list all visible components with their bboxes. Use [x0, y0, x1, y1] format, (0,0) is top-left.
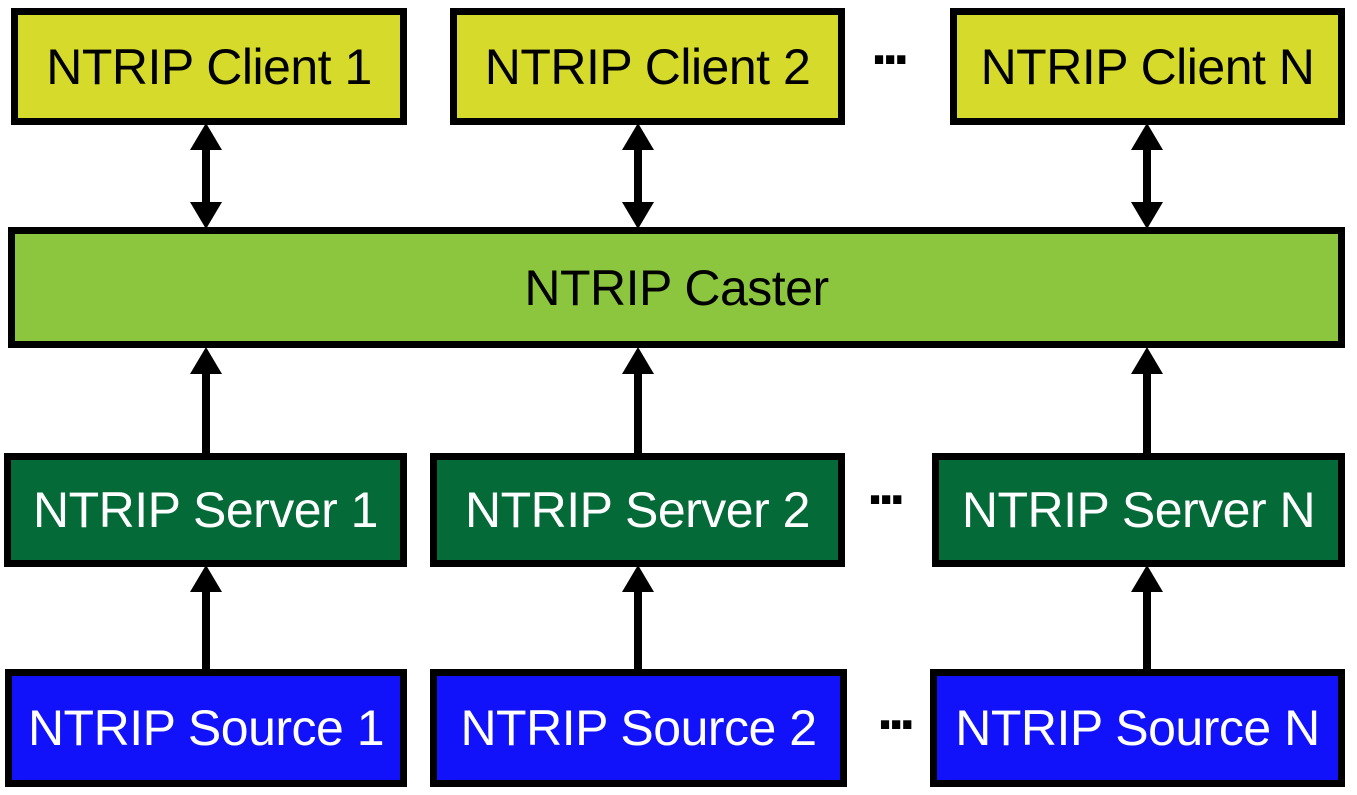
ntrip-caster-label: NTRIP Caster [524, 259, 829, 316]
clientN-caster-bidirectional-arrow-icon [1125, 123, 1169, 229]
ntrip-client-1-box: NTRIP Client 1 [11, 8, 407, 125]
server2-caster-up-arrow-icon [616, 347, 660, 454]
ntrip-server-1-box: NTRIP Server 1 [4, 453, 407, 567]
source1-server1-up-arrow-icon [184, 565, 228, 670]
serverN-caster-up-arrow-icon [1125, 347, 1169, 454]
client2-caster-bidirectional-arrow-icon [616, 123, 660, 229]
ntrip-server-2-box: NTRIP Server 2 [430, 453, 845, 567]
ntrip-source-2-label: NTRIP Source 2 [460, 700, 817, 756]
ntrip-client-2-box: NTRIP Client 2 [450, 8, 845, 125]
ntrip-server-2-label: NTRIP Server 2 [465, 482, 810, 538]
ntrip-client-2-label: NTRIP Client 2 [484, 38, 811, 95]
client1-caster-bidirectional-arrow-icon [184, 123, 228, 229]
ntrip-server-1-label: NTRIP Server 1 [33, 482, 378, 538]
source2-server2-up-arrow-icon [616, 565, 660, 670]
clients-ellipsis: ... [871, 12, 909, 77]
ntrip-source-1-box: NTRIP Source 1 [5, 669, 407, 787]
ntrip-server-n-box: NTRIP Server N [932, 453, 1345, 567]
ntrip-source-n-box: NTRIP Source N [930, 669, 1345, 787]
ntrip-source-2-box: NTRIP Source 2 [430, 669, 847, 787]
sources-ellipsis: ... [877, 677, 915, 742]
ntrip-source-n-label: NTRIP Source N [955, 700, 1320, 756]
ntrip-client-n-box: NTRIP Client N [950, 8, 1345, 125]
servers-ellipsis: ... [867, 452, 905, 517]
ntrip-client-n-label: NTRIP Client N [980, 38, 1315, 95]
ntrip-source-1-label: NTRIP Source 1 [27, 700, 385, 756]
server1-caster-up-arrow-icon [184, 347, 228, 454]
ntrip-server-n-label: NTRIP Server N [961, 482, 1316, 538]
ntrip-client-1-label: NTRIP Client 1 [46, 38, 372, 95]
ntrip-caster-box: NTRIP Caster [8, 227, 1345, 348]
sourceN-serverN-up-arrow-icon [1125, 565, 1169, 670]
